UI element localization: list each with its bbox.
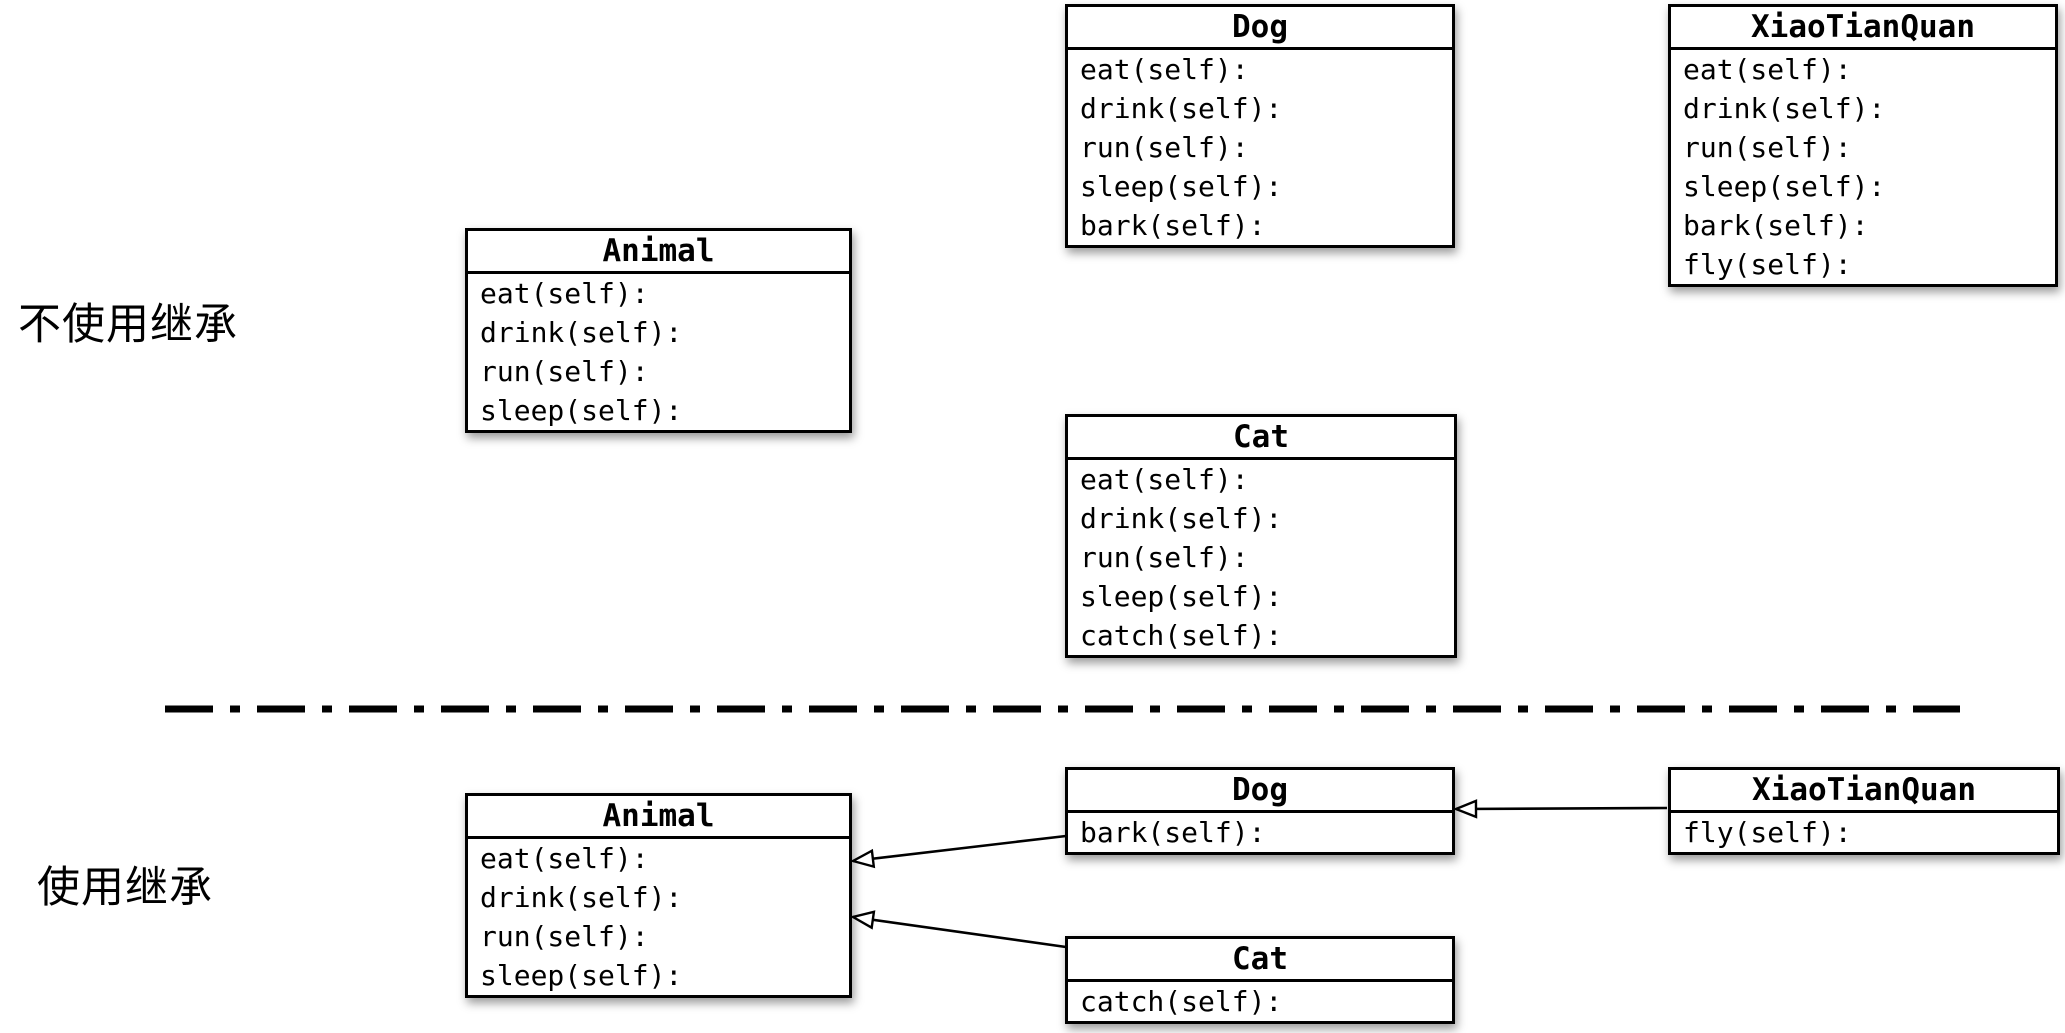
top-class-box-xiaotianquan: XiaoTianQuan eat(self): drink(self): run… (1668, 4, 2058, 287)
class-methods: fly(self): (1671, 813, 2057, 852)
class-methods: eat(self): drink(self): run(self): sleep… (468, 274, 849, 430)
class-title-dog: Dog (1068, 7, 1452, 50)
method-line: eat(self): (1683, 53, 1852, 86)
method-line: drink(self): (480, 316, 683, 349)
method-line: sleep(self): (1080, 580, 1283, 613)
bottom-class-box-cat: Cat catch(self): (1065, 936, 1455, 1024)
class-methods: bark(self): (1068, 813, 1452, 852)
class-methods: catch(self): (1068, 982, 1452, 1021)
class-title-xiaotianquan: XiaoTianQuan (1671, 770, 2057, 813)
method-line: drink(self): (1080, 502, 1283, 535)
inheritance-arrow-dog-to-animal (853, 834, 1067, 861)
method-line: sleep(self): (1080, 170, 1283, 203)
method-line: drink(self): (480, 881, 683, 914)
class-title-dog: Dog (1068, 770, 1452, 813)
method-line: run(self): (480, 355, 649, 388)
method-line: run(self): (1683, 131, 1852, 164)
class-methods: eat(self): drink(self): run(self): sleep… (1068, 460, 1454, 655)
top-class-box-cat: Cat eat(self): drink(self): run(self): s… (1065, 414, 1457, 658)
inheritance-arrow-cat-to-animal (853, 917, 1067, 949)
method-line: fly(self): (1683, 248, 1852, 281)
method-line: drink(self): (1683, 92, 1886, 125)
bottom-class-box-animal: Animal eat(self): drink(self): run(self)… (465, 793, 852, 998)
method-line: bark(self): (1080, 816, 1266, 849)
bottom-class-box-dog: Dog bark(self): (1065, 767, 1455, 855)
method-line: eat(self): (1080, 53, 1249, 86)
bottom-class-box-xiaotianquan: XiaoTianQuan fly(self): (1668, 767, 2060, 855)
method-line: run(self): (480, 920, 649, 953)
method-line: eat(self): (480, 842, 649, 875)
method-line: fly(self): (1683, 816, 1852, 849)
method-line: sleep(self): (1683, 170, 1886, 203)
top-class-box-dog: Dog eat(self): drink(self): run(self): s… (1065, 4, 1455, 248)
inheritance-arrow-xiaotianquan-to-dog (1456, 808, 1668, 809)
method-line: catch(self): (1080, 619, 1283, 652)
class-title-cat: Cat (1068, 417, 1454, 460)
method-line: catch(self): (1080, 985, 1283, 1018)
method-line: sleep(self): (480, 959, 683, 992)
class-title-animal: Animal (468, 231, 849, 274)
method-line: bark(self): (1683, 209, 1869, 242)
class-title-animal: Animal (468, 796, 849, 839)
class-title-cat: Cat (1068, 939, 1452, 982)
top-class-box-animal: Animal eat(self): drink(self): run(self)… (465, 228, 852, 433)
method-line: run(self): (1080, 131, 1249, 164)
method-line: eat(self): (480, 277, 649, 310)
method-line: run(self): (1080, 541, 1249, 574)
method-line: bark(self): (1080, 209, 1266, 242)
class-methods: eat(self): drink(self): run(self): sleep… (468, 839, 849, 995)
method-line: sleep(self): (480, 394, 683, 427)
method-line: eat(self): (1080, 463, 1249, 496)
class-methods: eat(self): drink(self): run(self): sleep… (1068, 50, 1452, 245)
method-line: drink(self): (1080, 92, 1283, 125)
section-label-with-inheritance: 使用继承 (37, 863, 213, 913)
section-label-no-inheritance: 不使用继承 (18, 300, 238, 350)
class-methods: eat(self): drink(self): run(self): sleep… (1671, 50, 2055, 284)
class-title-xiaotianquan: XiaoTianQuan (1671, 7, 2055, 50)
